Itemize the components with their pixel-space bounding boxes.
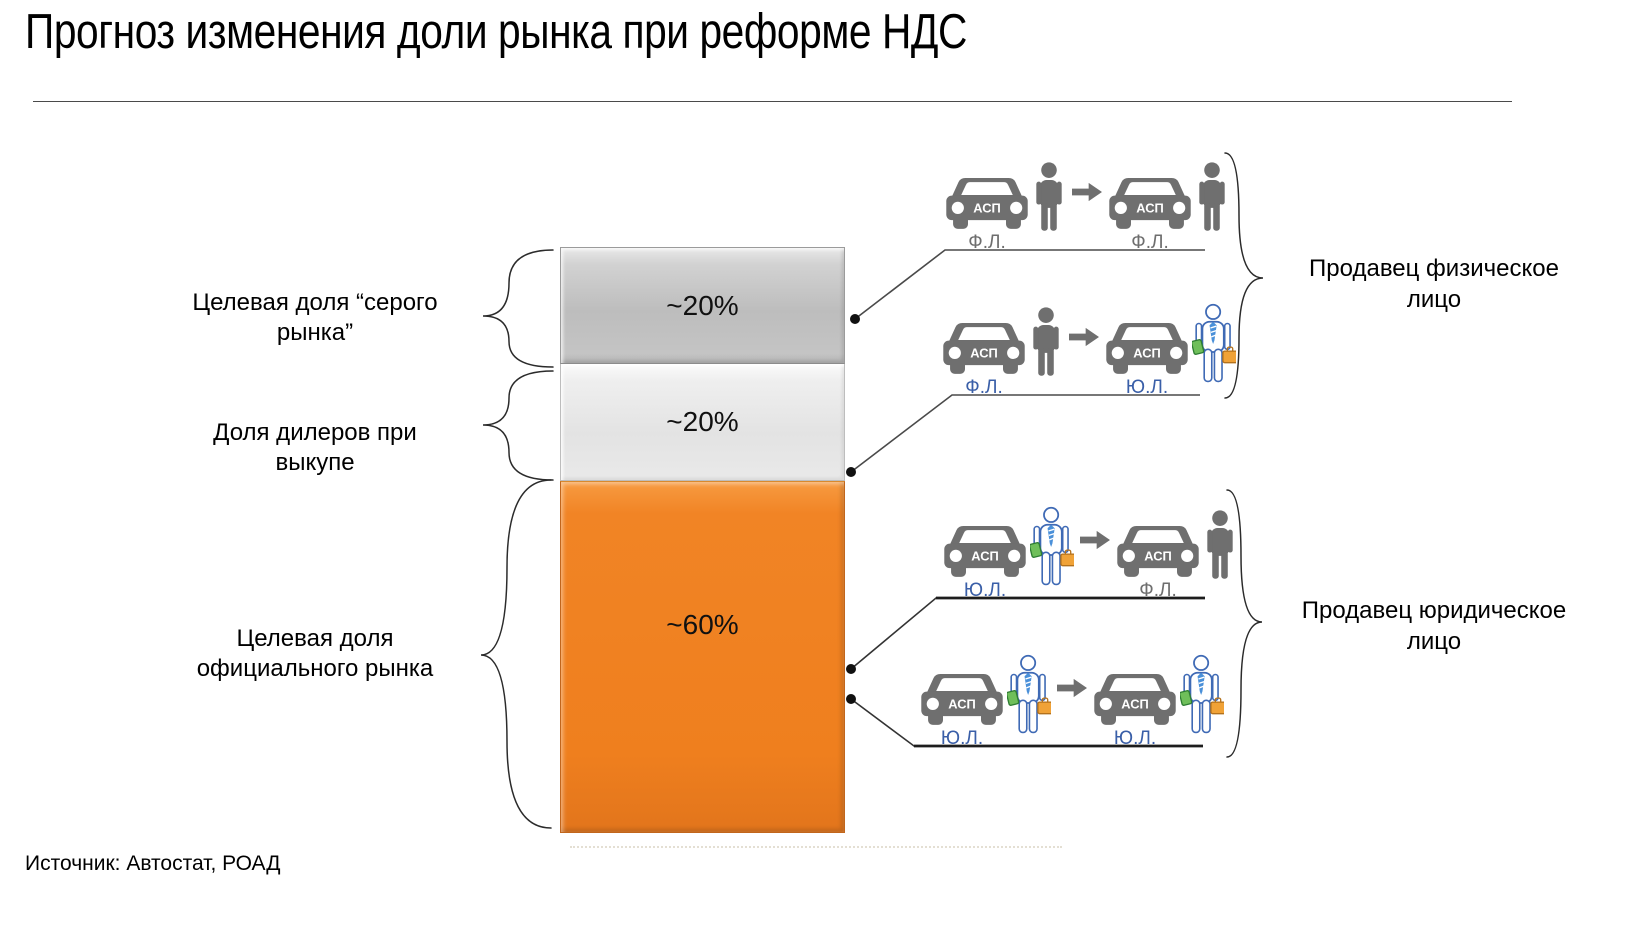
car-icon: АСП [944, 526, 1026, 577]
person-icon [1033, 307, 1059, 376]
annotation-line: Доля дилеров при [213, 419, 417, 446]
annotation-line: Продавец физическое [1309, 255, 1559, 282]
bar-shadow-line [570, 846, 1062, 848]
connector-row2 [850, 394, 1200, 473]
connector-dot [846, 664, 856, 674]
party-label: Ф.Л. [1131, 232, 1169, 253]
car-icon: АСП [921, 674, 1003, 725]
businessman-icon [1180, 654, 1224, 734]
slide-title: Прогноз изменения доли рынка при реформе… [25, 5, 968, 59]
bar-segment-dealer-buyback: ~20% [560, 364, 845, 481]
car-with-label: АСП Ю.Л. [920, 672, 1004, 748]
arrow-right-icon [1080, 530, 1110, 550]
businessman-icon [1030, 506, 1074, 586]
svg-text:АСП: АСП [1136, 201, 1164, 216]
segment-value-label: ~20% [666, 289, 739, 321]
flow-row-fl-to-ul: АСП Ф.Л. АСП Ю.Л. [942, 297, 1236, 397]
annotation-line: Целевая доля “серого [192, 289, 438, 316]
svg-text:АСП: АСП [948, 697, 976, 712]
annotation-dealer-buyback: Доля дилеров при выкупе [160, 418, 470, 478]
party-label: Ф.Л. [968, 232, 1006, 253]
arrow-right-icon [1072, 182, 1102, 202]
svg-text:АСП: АСП [1121, 697, 1149, 712]
segment-value-label: ~60% [666, 609, 739, 640]
annotation-line: рынка” [276, 319, 354, 346]
bar-segment-gray-market: ~20% [560, 247, 845, 364]
car-icon: АСП [943, 323, 1025, 374]
car-icon: АСП [1106, 323, 1188, 374]
annotation-seller-individual: Продавец физическое лицо [1286, 253, 1582, 315]
car-icon: АСП [1109, 178, 1191, 229]
svg-text:АСП: АСП [971, 549, 999, 564]
svg-text:АСП: АСП [973, 201, 1001, 216]
person-icon [1207, 510, 1233, 579]
flow-row-fl-to-fl: АСП Ф.Л. АСП Ф.Л. [945, 152, 1229, 252]
svg-text:АСП: АСП [1133, 346, 1161, 361]
connector-dot [850, 314, 860, 324]
connector-dot [846, 694, 856, 704]
left-brace-gray-market [482, 249, 554, 368]
person-icon [1036, 162, 1062, 231]
left-brace-dealer-buyback [482, 370, 554, 481]
car-with-label: АСП Ф.Л. [945, 176, 1029, 252]
connector-dot [846, 467, 856, 477]
annotation-official-market: Целевая доля официального рынка [160, 624, 470, 684]
car-with-label: АСП Ю.Л. [943, 524, 1027, 600]
flow-row-ul-to-fl: АСП Ю.Л. АСП Ф.Л. [943, 500, 1237, 600]
annotation-seller-legal-entity: Продавец юридическое лицо [1286, 595, 1582, 657]
party-label: Ф.Л. [1139, 580, 1177, 601]
arrow-right-icon [1069, 327, 1099, 347]
annotation-line: лицо [1406, 628, 1462, 655]
annotation-line: Целевая доля [236, 625, 394, 652]
annotation-line: выкупе [275, 449, 355, 476]
party-label: Ф.Л. [965, 377, 1003, 398]
source-note: Источник: Автостат, РОАД [25, 852, 281, 875]
segment-value-label: ~20% [666, 406, 739, 437]
businessman-icon [1007, 654, 1051, 734]
party-label: Ю.Л. [963, 580, 1007, 601]
car-icon: АСП [946, 178, 1028, 229]
arrow-right-icon [1057, 678, 1087, 698]
left-brace-official-market [480, 479, 552, 829]
car-with-label: АСП Ю.Л. [1105, 321, 1189, 397]
stacked-bar: ~20% ~20% ~60% [560, 247, 845, 833]
car-with-label: АСП Ф.Л. [942, 321, 1026, 397]
title-divider-line [33, 101, 1512, 102]
svg-text:АСП: АСП [970, 346, 998, 361]
car-with-label: АСП Ф.Л. [1108, 176, 1192, 252]
car-icon: АСП [1117, 526, 1199, 577]
car-icon: АСП [1094, 674, 1176, 725]
party-label: Ю.Л. [1113, 728, 1157, 749]
annotation-line: лицо [1406, 286, 1462, 313]
party-label: Ю.Л. [940, 728, 984, 749]
businessman-icon [1192, 303, 1236, 383]
person-icon [1199, 162, 1225, 231]
annotation-line: официального рынка [196, 655, 434, 682]
car-with-label: АСП Ю.Л. [1093, 672, 1177, 748]
party-label: Ю.Л. [1125, 377, 1169, 398]
car-with-label: АСП Ф.Л. [1116, 524, 1200, 600]
svg-text:АСП: АСП [1144, 549, 1172, 564]
annotation-line: Продавец юридическое [1301, 597, 1567, 624]
annotation-gray-market: Целевая доля “серого рынка” [160, 288, 470, 348]
bar-segment-official-market: ~60% [560, 481, 845, 833]
flow-row-ul-to-ul: АСП Ю.Л. АСП Ю.Л. [920, 648, 1224, 748]
